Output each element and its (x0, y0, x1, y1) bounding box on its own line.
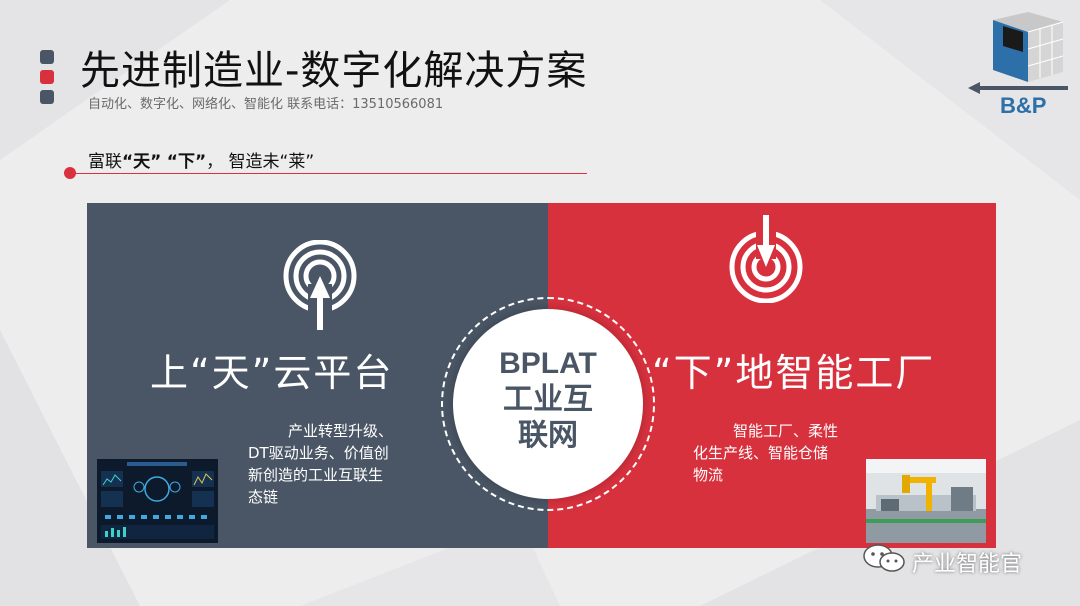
left-desc-line-1: 产业转型升级、 (288, 422, 394, 440)
slogan-q2: “下” (166, 152, 207, 172)
slogan-q3: “莱” (279, 152, 315, 172)
signal-up-arrow-icon (283, 240, 357, 332)
slogan-dot (64, 167, 76, 179)
right-desc-line-1: 智能工厂、柔性 (733, 422, 839, 440)
right-heading: “下”地智能工厂 (652, 351, 936, 395)
center-label: BPLAT 工业互 联网 (453, 346, 643, 454)
slogan-part1: 富联 (88, 152, 122, 172)
left-desc-line-4: 态链 (248, 488, 279, 506)
dashboard-thumbnail (97, 459, 218, 543)
slogan-underline (72, 173, 587, 174)
bullet-2 (40, 70, 54, 84)
slogan: 富联“天” “下”， 智造未“莱” (88, 147, 314, 172)
cube-logo-icon (968, 12, 1068, 94)
right-desc-line-2: 化生产线、智能仓储 (693, 444, 829, 462)
right-description: 智能工厂、柔性 化生产线、智能仓储 物流 (693, 420, 838, 486)
center-line-2: 工业互 (503, 383, 593, 416)
factory-thumbnail (866, 459, 986, 543)
slogan-part2: ， 智造未 (206, 152, 280, 172)
bullet-1 (40, 50, 54, 64)
left-description: 产业转型升级、 DT驱动业务、价值创 新创造的工业互联生 态链 (248, 420, 393, 508)
right-desc-line-3: 物流 (693, 466, 724, 484)
left-heading: 上“天”云平台 (150, 351, 394, 395)
center-dashed-ring (441, 297, 655, 511)
target-down-arrow-icon (729, 215, 803, 303)
center-line-1: BPLAT (499, 347, 597, 380)
slogan-q1: “天” (122, 152, 162, 172)
watermark-text: 产业智能官 (912, 552, 1023, 577)
page-subtitle: 自动化、数字化、网络化、智能化 联系电话：13510566081 (88, 97, 444, 112)
wechat-icon (863, 544, 905, 572)
bullet-3 (40, 90, 54, 104)
page-title: 先进制造业-数字化解决方案 (80, 48, 588, 94)
left-desc-line-2: DT驱动业务、价值创 (248, 444, 389, 462)
center-line-3: 联网 (518, 419, 578, 452)
left-desc-line-3: 新创造的工业互联生 (248, 466, 384, 484)
center-circle (453, 309, 643, 499)
header-bullets (40, 50, 58, 110)
logo-text: B&P (1000, 93, 1047, 118)
